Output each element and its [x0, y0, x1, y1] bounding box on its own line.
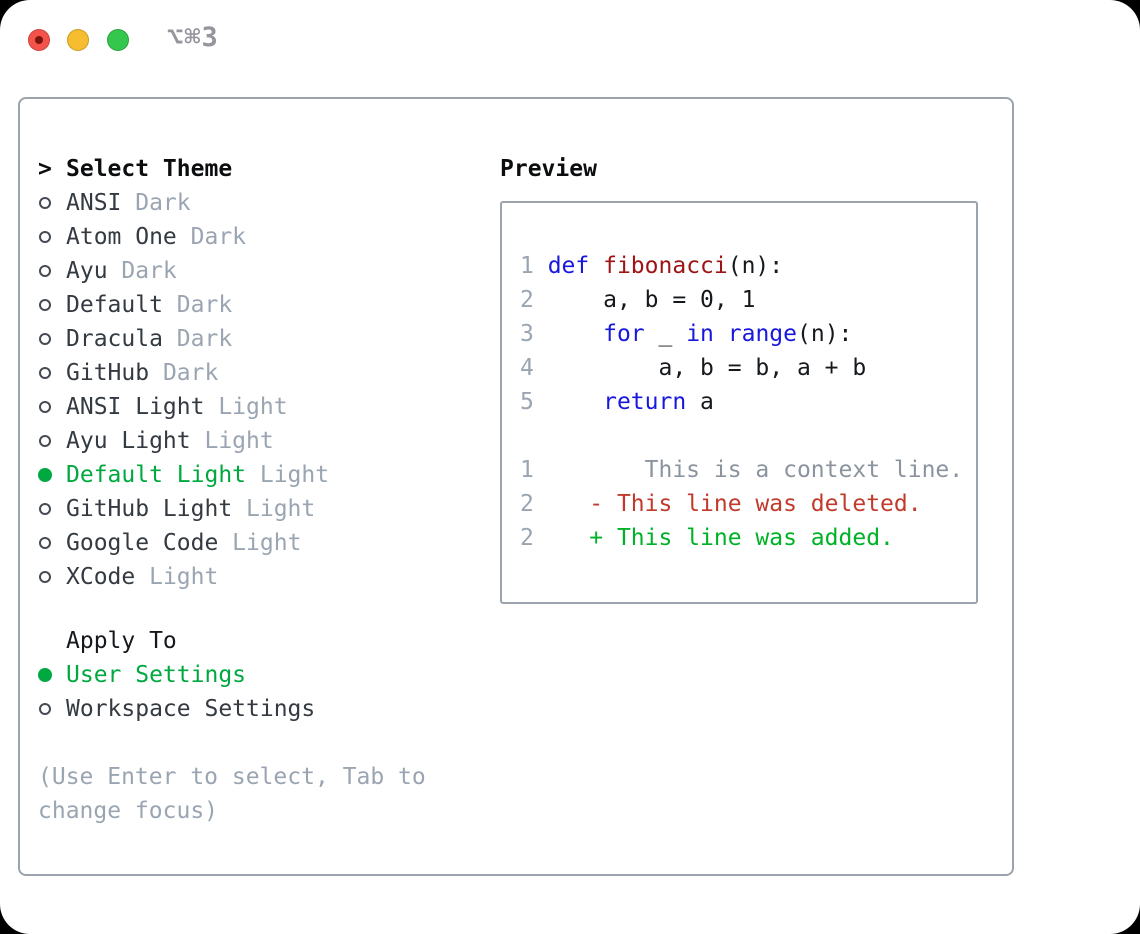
- option-variant-label: Light: [232, 496, 316, 522]
- radio-icon: [39, 367, 51, 379]
- preview-code-line: 5 return a: [520, 389, 714, 415]
- radio-icon: [39, 703, 51, 715]
- theme-option-github-light[interactable]: GitHub Light Light: [38, 492, 478, 526]
- option-label: Google Code: [66, 530, 219, 556]
- apply-option-user-settings[interactable]: User Settings: [38, 658, 478, 692]
- theme-option-ayu[interactable]: Ayu Dark: [38, 254, 478, 288]
- option-label: User Settings: [66, 662, 247, 688]
- apply-to-title: Apply To: [66, 628, 177, 654]
- option-variant-label: Dark: [149, 360, 219, 386]
- option-label: XCode: [66, 564, 136, 590]
- theme-option-google-code[interactable]: Google Code Light: [38, 526, 478, 560]
- title-bar: ⌥⌘3: [0, 0, 1140, 80]
- option-label: Ayu: [66, 258, 108, 284]
- radio-icon: [39, 401, 51, 413]
- zoom-button[interactable]: [107, 29, 129, 51]
- option-variant-label: Dark: [121, 190, 191, 216]
- radio-selected-icon: [38, 468, 52, 482]
- radio-icon: [39, 265, 51, 277]
- preview-code-line: 3 for _ in range(n):: [520, 321, 853, 347]
- option-label: Atom One: [66, 224, 177, 250]
- spacer: [38, 726, 478, 760]
- option-variant-label: Light: [246, 462, 330, 488]
- window-shortcut-label: ⌥⌘3: [167, 22, 219, 53]
- select-theme-title: Select Theme: [66, 156, 233, 182]
- apply-option-workspace-settings[interactable]: Workspace Settings: [38, 692, 478, 726]
- theme-option-default-light[interactable]: Default Light Light: [38, 458, 478, 492]
- preview-code-line: 2 + This line was added.: [520, 525, 894, 551]
- preview-code-line: 2 - This line was deleted.: [520, 491, 922, 517]
- theme-option-ayu-light[interactable]: Ayu Light Light: [38, 424, 478, 458]
- option-variant-label: Dark: [162, 326, 233, 352]
- radio-icon: [39, 333, 51, 345]
- theme-option-dracula[interactable]: Dracula Dark: [38, 322, 478, 356]
- option-label: GitHub Light: [66, 496, 233, 522]
- option-label: Default: [66, 292, 163, 318]
- preview-title: Preview: [500, 156, 597, 182]
- option-variant-label: Dark: [176, 224, 247, 250]
- minimize-button[interactable]: [67, 29, 89, 51]
- option-variant-label: Light: [204, 394, 288, 420]
- theme-option-atom-one[interactable]: Atom One Dark: [38, 220, 478, 254]
- preview-code-line: 1 This is a context line.: [520, 457, 964, 483]
- option-label: Dracula: [66, 326, 163, 352]
- help-line: (Use Enter to select, Tab to: [38, 764, 426, 790]
- option-variant-label: Light: [190, 428, 274, 454]
- radio-selected-icon: [38, 668, 52, 682]
- theme-option-xcode[interactable]: XCode Light: [38, 560, 478, 594]
- theme-option-github[interactable]: GitHub Dark: [38, 356, 478, 390]
- radio-icon: [39, 503, 51, 515]
- option-label: ANSI Light: [66, 394, 205, 420]
- apply-to-header: Apply To: [38, 624, 478, 658]
- option-label: ANSI: [66, 190, 122, 216]
- preview-pane: 1 def fibonacci(n): 2 a, b = 0, 1 3 for _ …: [500, 201, 978, 604]
- option-label: Ayu Light: [66, 428, 191, 454]
- preview-column: Preview 1 def fibonacci(n): 2 a, b = 0, 1…: [500, 152, 978, 604]
- preview-code-line: 4 a, b = b, a + b: [520, 355, 867, 381]
- option-variant-label: Dark: [107, 258, 177, 284]
- radio-icon: [39, 571, 51, 583]
- theme-option-default[interactable]: Default Dark: [38, 288, 478, 322]
- radio-icon: [39, 197, 51, 209]
- select-theme-header: > Select Theme: [38, 152, 478, 186]
- preview-code-line: 2 a, b = 0, 1: [520, 287, 756, 313]
- theme-option-ansi[interactable]: ANSI Dark: [38, 186, 478, 220]
- theme-option-ansi-light[interactable]: ANSI Light Light: [38, 390, 478, 424]
- preview-code-line: 1 def fibonacci(n):: [520, 253, 784, 279]
- option-label: GitHub: [66, 360, 150, 386]
- radio-icon: [39, 537, 51, 549]
- close-button-dot: [35, 36, 43, 44]
- preview-code-line: [520, 419, 964, 453]
- option-label: Default Light: [66, 462, 247, 488]
- close-button[interactable]: [28, 29, 50, 51]
- radio-icon: [39, 435, 51, 447]
- option-variant-label: Dark: [162, 292, 233, 318]
- focus-arrow-icon: >: [38, 156, 52, 182]
- help-text: (Use Enter to select, Tab to change focu…: [38, 760, 478, 828]
- help-line: change focus): [38, 798, 219, 824]
- spacer: [38, 594, 478, 624]
- option-variant-label: Light: [135, 564, 219, 590]
- radio-icon: [39, 299, 51, 311]
- option-variant-label: Light: [218, 530, 302, 556]
- option-label: Workspace Settings: [66, 696, 316, 722]
- radio-icon: [39, 231, 51, 243]
